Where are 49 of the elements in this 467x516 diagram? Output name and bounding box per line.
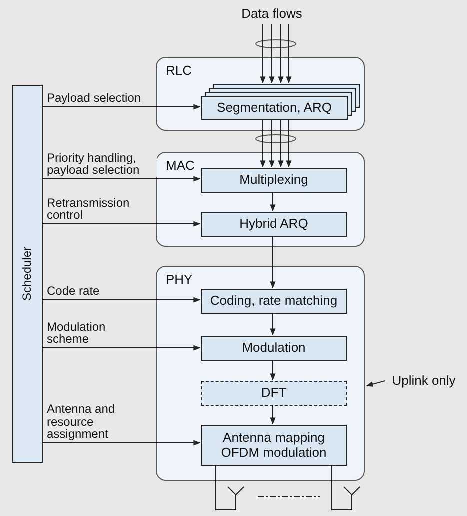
layer-panel	[156, 266, 365, 481]
layer-title: PHY	[166, 271, 193, 289]
arrow	[42, 221, 201, 227]
arrow	[269, 24, 275, 84]
arrow	[278, 24, 284, 84]
layer-title: RLC	[166, 62, 192, 80]
antenna-icon	[228, 486, 244, 500]
arrow	[270, 404, 276, 425]
process-box	[201, 381, 347, 406]
box-label: DFT	[261, 386, 287, 401]
box-label: Antenna mapping OFDM modulation	[220, 430, 328, 460]
layer-panel	[156, 57, 365, 131]
arrow	[278, 118, 284, 168]
layer-title: MAC	[166, 157, 195, 175]
scheduler-bar	[12, 85, 43, 463]
annotation-text: Uplink only	[385, 371, 463, 391]
scheduler-label: Scheduler	[20, 246, 36, 302]
annotation-text: Data flows	[236, 4, 308, 24]
arrow	[42, 440, 201, 446]
edge-label: Payload selection	[47, 92, 142, 105]
arrow	[286, 24, 292, 84]
stacked-process-box	[201, 84, 360, 120]
box-label: Modulation	[242, 341, 306, 356]
antenna-icon	[344, 486, 360, 500]
arrow	[286, 118, 292, 168]
box-label: Multiplexing	[240, 173, 308, 188]
arrow	[270, 192, 276, 212]
box-label: Coding, rate matching	[210, 294, 338, 309]
arrow	[366, 380, 386, 387]
arrow	[42, 345, 201, 351]
process-box	[201, 289, 347, 314]
edge-label: Priority handling, payload selection	[47, 152, 157, 177]
process-box	[201, 425, 347, 466]
arrow	[42, 297, 201, 303]
arrow	[42, 176, 201, 182]
edge-label: Code rate	[47, 285, 100, 298]
layer-panel	[156, 152, 365, 247]
box-label: Hybrid ARQ	[240, 217, 308, 232]
arrow	[260, 24, 266, 84]
process-box	[201, 168, 347, 193]
arrow	[270, 312, 276, 336]
arrow	[42, 104, 201, 110]
process-box	[201, 336, 347, 361]
arrow	[270, 236, 276, 289]
arrow	[260, 118, 266, 168]
arrow	[270, 360, 276, 381]
process-box	[201, 212, 347, 237]
box-label: Segmentation, ARQ	[217, 100, 332, 116]
arrow	[269, 118, 275, 168]
